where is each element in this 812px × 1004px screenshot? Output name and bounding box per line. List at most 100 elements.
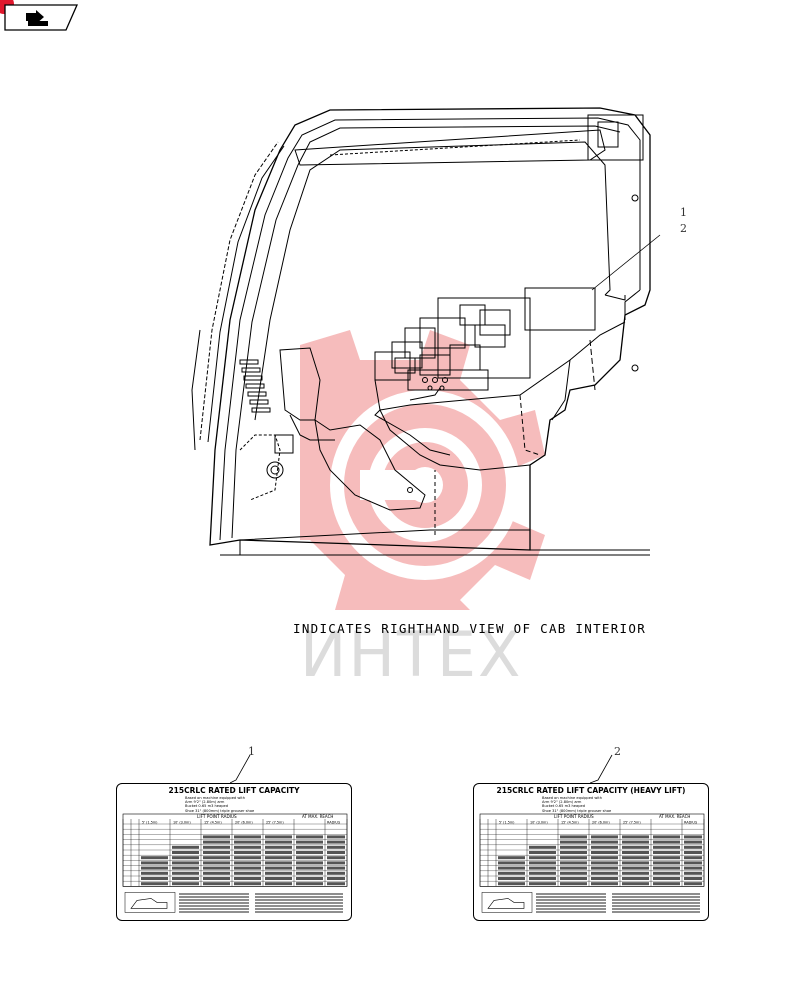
table-cell [529, 861, 556, 865]
table-cell [234, 866, 261, 870]
table-cell [591, 835, 618, 839]
arrow-tab-icon[interactable] [4, 4, 78, 31]
table-cell [296, 882, 323, 886]
table-cell [234, 882, 261, 886]
table-cell [529, 851, 556, 854]
table-cell [203, 861, 230, 865]
table-cell [653, 845, 680, 849]
table-cell [203, 851, 230, 854]
footnote-line [179, 893, 249, 895]
table-cell [265, 861, 292, 865]
table-cell [684, 871, 702, 875]
table-cell [296, 845, 323, 849]
table-cell [560, 835, 587, 839]
table-cell [653, 871, 680, 875]
table-cell [622, 882, 649, 886]
footnote-line [179, 902, 249, 904]
footnote-line [536, 902, 606, 904]
table-column-label: 20' (6.0m) [235, 821, 253, 825]
table-cell [141, 861, 168, 865]
decal-2-number: 2 [614, 745, 621, 758]
footnote-line [612, 905, 700, 907]
table-cell [684, 882, 702, 886]
decal-2-leader [590, 754, 613, 784]
table-column-label: 5' (1.5m) [499, 821, 515, 825]
table-cell [591, 851, 618, 854]
callout-label-2: 2 [680, 222, 687, 235]
table-cell [296, 840, 323, 844]
footnote-line [536, 905, 606, 907]
decal-title: 215CRLC RATED LIFT CAPACITY [168, 786, 300, 795]
table-cell [203, 866, 230, 870]
cab-interior-drawing [191, 107, 661, 556]
footnote-line [536, 893, 606, 895]
table-cell [529, 877, 556, 880]
table-cell [172, 851, 199, 854]
table-cell [684, 866, 702, 870]
footnote-line [612, 911, 700, 913]
table-cell [296, 851, 323, 854]
lift-capacity-decal-2: 215CRLC RATED LIFT CAPACITY (HEAVY LIFT)… [473, 783, 709, 921]
table-cell [560, 866, 587, 870]
decal-spec: Based on machine equipped with Arm 9'2" … [185, 796, 255, 813]
table-cell [327, 840, 345, 844]
table-cell [529, 882, 556, 886]
excavator-icon [124, 892, 176, 913]
footnote-line [255, 911, 343, 913]
table-cell [296, 871, 323, 875]
footnote-line [179, 899, 249, 901]
table-cell [172, 877, 199, 880]
footnote-line [255, 908, 343, 910]
table-column-label: 25' (7.5m) [266, 821, 284, 825]
table-cell [684, 877, 702, 880]
table-cell [265, 877, 292, 880]
table-cell [498, 856, 525, 860]
decal-1-number: 1 [248, 745, 255, 758]
table-cell [653, 840, 680, 844]
decal-spec: Based on machine equipped with Arm 9'2" … [542, 796, 612, 813]
table-cell [622, 866, 649, 870]
table-cell [560, 851, 587, 854]
table-cell [296, 877, 323, 880]
table-cell [327, 882, 345, 886]
table-cell [684, 851, 702, 854]
figure-caption: INDICATES RIGHTHAND VIEW OF CAB INTERIOR [293, 621, 647, 636]
footnote-line [179, 896, 249, 898]
table-cell [203, 882, 230, 886]
table-cell [560, 840, 587, 844]
footnote-line [612, 899, 700, 901]
table-cell [591, 871, 618, 875]
table-cell [141, 871, 168, 875]
table-cell [653, 851, 680, 854]
table-border [122, 813, 348, 887]
table-cell [141, 877, 168, 880]
table-cell [327, 845, 345, 849]
table-cell [296, 835, 323, 839]
table-cell [327, 871, 345, 875]
table-cell [498, 861, 525, 865]
table-column-label: 5' (1.5m) [142, 821, 158, 825]
table-cell [529, 856, 556, 860]
table-column-label: 25' (7.5m) [623, 821, 641, 825]
lift-capacity-decal-1: 215CRLC RATED LIFT CAPACITY Based on mac… [116, 783, 352, 921]
table-cell [529, 845, 556, 849]
table-cell [529, 866, 556, 870]
table-cell [684, 861, 702, 865]
table-cell [265, 866, 292, 870]
table-cell [172, 845, 199, 849]
table-cell [203, 877, 230, 880]
footnote-line [536, 899, 606, 901]
table-cell [560, 845, 587, 849]
decal-title: 215CRLC RATED LIFT CAPACITY (HEAVY LIFT) [496, 786, 686, 795]
footnote-line [255, 893, 343, 895]
table-cell [684, 835, 702, 839]
table-cell [622, 856, 649, 860]
footnote-line [612, 893, 700, 895]
decal-1-leader [230, 754, 251, 784]
footnote-line [612, 902, 700, 904]
excavator-icon [481, 892, 533, 913]
table-column-label: 10' (3.0m) [173, 821, 191, 825]
footnote-line [179, 908, 249, 910]
